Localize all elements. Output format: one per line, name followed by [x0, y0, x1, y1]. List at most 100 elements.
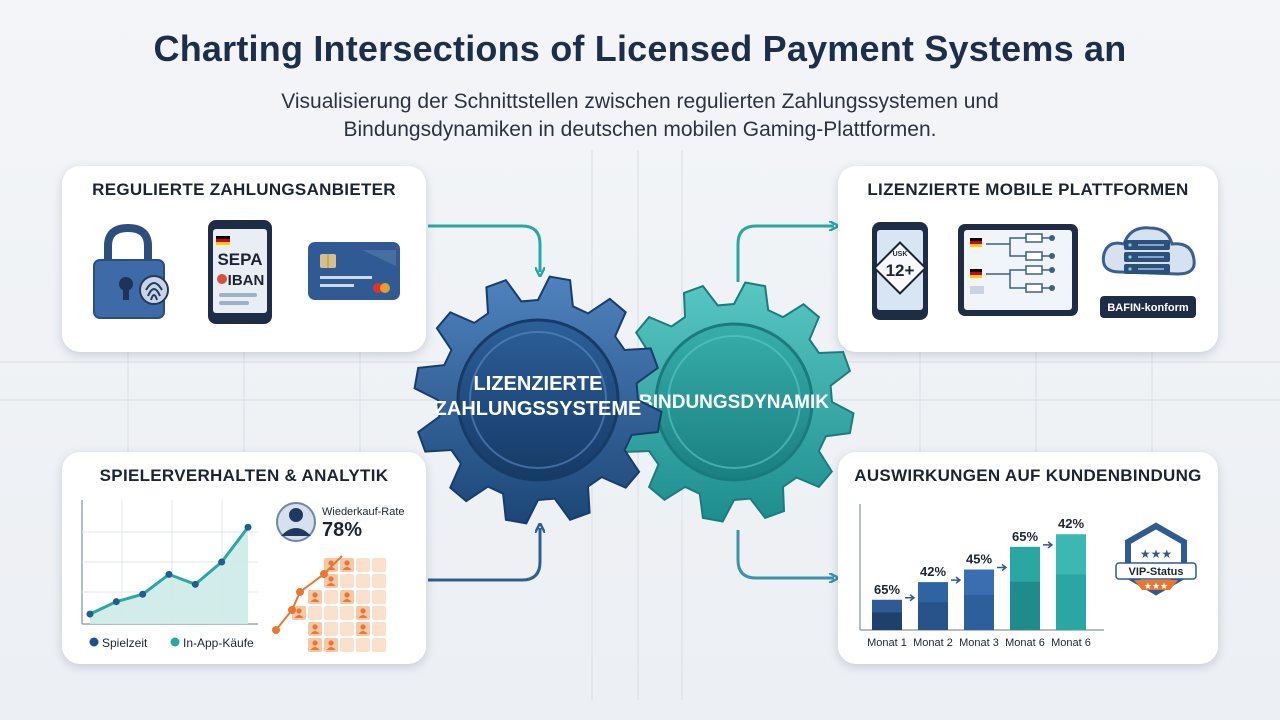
retention-bar-lower	[964, 594, 994, 630]
retention-category-label: Monat 6	[1051, 637, 1091, 649]
retention-category-label: Monat 2	[913, 637, 953, 649]
gear-left: LIZENZIERTE ZAHLUNGSSYSTEME	[413, 275, 663, 525]
user-grid-cell	[308, 606, 322, 620]
legend-dot-spielzeit	[89, 637, 99, 647]
repurchase-label: Wiederkauf-Rate	[322, 506, 405, 518]
user-grid-cell	[308, 590, 322, 604]
retention-category-label: Monat 6	[1005, 637, 1045, 649]
phone-sepa-icon: SEPA IBAN	[208, 220, 272, 324]
user-grid-cell	[308, 638, 322, 652]
retention-value-label: 65%	[874, 582, 900, 597]
user-grid-cell	[324, 574, 338, 588]
retention-bar-lower	[918, 602, 948, 630]
analytics-point	[218, 558, 226, 566]
user-grid-cell	[356, 590, 370, 604]
page-subtitle: Visualisierung der Schnittstellen zwisch…	[190, 88, 1090, 144]
analytics-legend: Spielzeit In-App-Käufe	[89, 636, 254, 650]
user-trend-point	[320, 570, 328, 578]
arrow-analytics-to-gear	[428, 528, 540, 582]
age-badge-small: USK	[893, 251, 908, 258]
user-grid	[272, 555, 386, 652]
platforms-icons: USK 12+	[872, 222, 1196, 320]
retention-step-arrow	[951, 576, 962, 584]
user-grid-cell	[324, 606, 338, 620]
subtitle-line-2: Bindungsdynamiken in deutschen mobilen G…	[343, 118, 937, 141]
user-grid-cell	[356, 558, 370, 572]
analytics-point	[191, 580, 199, 588]
svg-text:★★★: ★★★	[1140, 547, 1172, 561]
user-grid-cell	[356, 574, 370, 588]
retention-value-label: 42%	[920, 564, 946, 579]
platforms-title: LIZENZIERTE MOBILE PLATTFORMEN	[867, 180, 1189, 199]
analytics-point	[112, 598, 120, 606]
user-grid-cell	[356, 606, 370, 620]
retention-card: AUSWIRKUNGEN AUF KUNDENBINDUNG 65% Monat …	[838, 452, 1218, 664]
user-grid-cell	[340, 622, 354, 636]
retention-value-label: 65%	[1012, 529, 1038, 544]
phone-age-rating-icon: USK 12+	[872, 222, 928, 320]
retention-step-arrow	[905, 594, 916, 602]
user-grid-cell	[356, 622, 370, 636]
user-grid-cell	[340, 558, 354, 572]
analytics-line-chart	[81, 500, 258, 625]
user-grid-cell	[340, 574, 354, 588]
user-grid-cell	[324, 558, 338, 572]
retention-step-arrow	[1043, 541, 1054, 549]
user-grid-cell	[324, 622, 338, 636]
legend-label-spielzeit: Spielzeit	[102, 636, 148, 650]
user-grid-cell	[340, 606, 354, 620]
user-grid-cell	[340, 590, 354, 604]
user-grid-cell	[324, 638, 338, 652]
retention-value-label: 42%	[1058, 516, 1084, 531]
retention-bar-lower	[1056, 574, 1086, 630]
tablet-flowchart-icon	[958, 224, 1078, 316]
subtitle-line-1: Visualisierung der Schnittstellen zwisch…	[281, 90, 999, 113]
user-grid-cell	[308, 622, 322, 636]
analytics-point	[86, 610, 94, 618]
bafin-label: BAFIN-konform	[1107, 302, 1188, 314]
user-grid-cell	[356, 638, 370, 652]
legend-dot-inapp	[170, 637, 180, 647]
payment-providers-title: REGULIERTE ZAHLUNGSANBIETER	[92, 180, 396, 199]
arrow-gear-to-platforms	[736, 226, 834, 282]
retention-category-label: Monat 3	[959, 637, 999, 649]
user-grid-cell	[372, 638, 386, 652]
user-grid-cell	[372, 590, 386, 604]
svg-text:★★★: ★★★	[1144, 581, 1168, 591]
retention-bar-lower	[1010, 581, 1040, 630]
age-badge-value: 12+	[886, 261, 915, 280]
user-grid-cell	[372, 606, 386, 620]
user-grid-cell	[340, 638, 354, 652]
retention-bar-lower	[872, 612, 902, 630]
arrow-gear-to-retention	[736, 530, 834, 578]
analytics-point	[139, 590, 147, 598]
payment-providers-card: REGULIERTE ZAHLUNGSANBIETER SEPA IBAN	[62, 166, 426, 352]
credit-card-icon	[308, 242, 400, 300]
user-avatar-icon	[276, 502, 316, 542]
cloud-server-icon: BAFIN-konform	[1100, 226, 1196, 318]
retention-value-label: 45%	[966, 552, 992, 567]
retention-chart: 65% Monat 1 42% Monat 2 45% Monat 3 65% Monat 6…	[859, 504, 1197, 649]
retention-category-label: Monat 1	[867, 637, 907, 649]
retention-step-arrow	[997, 563, 1008, 572]
user-trend-point	[272, 626, 280, 634]
user-grid-cell	[324, 590, 338, 604]
analytics-point	[165, 570, 173, 578]
payment-providers-icons: SEPA IBAN	[93, 220, 400, 324]
user-grid-cell	[372, 622, 386, 636]
analytics-graphics: Spielzeit In-App-Käufe Wiederkauf-Rate 7…	[81, 500, 405, 652]
platforms-card: LIZENZIERTE MOBILE PLATTFORMEN USK 12+	[838, 166, 1218, 352]
user-trend-point	[296, 588, 304, 596]
analytics-point	[244, 523, 252, 531]
page-title: Charting Intersections of Licensed Payme…	[153, 28, 1127, 69]
retention-title: AUSWIRKUNGEN AUF KUNDENBINDUNG	[854, 466, 1202, 485]
repurchase-value: 78%	[322, 519, 362, 541]
user-grid-cell	[372, 558, 386, 572]
phone-iban-label: IBAN	[228, 272, 265, 289]
central-gears: BINDUNGSDYNAMIK LIZENZIERTE ZAHLUNGSSYST…	[413, 275, 855, 525]
gear-right-label: BINDUNGSDYNAMIK	[639, 392, 829, 413]
padlock-fingerprint-icon	[93, 223, 169, 319]
analytics-title: SPIELERVERHALTEN & ANALYTIK	[99, 466, 389, 485]
legend-label-inapp: In-App-Käufe	[183, 636, 254, 650]
